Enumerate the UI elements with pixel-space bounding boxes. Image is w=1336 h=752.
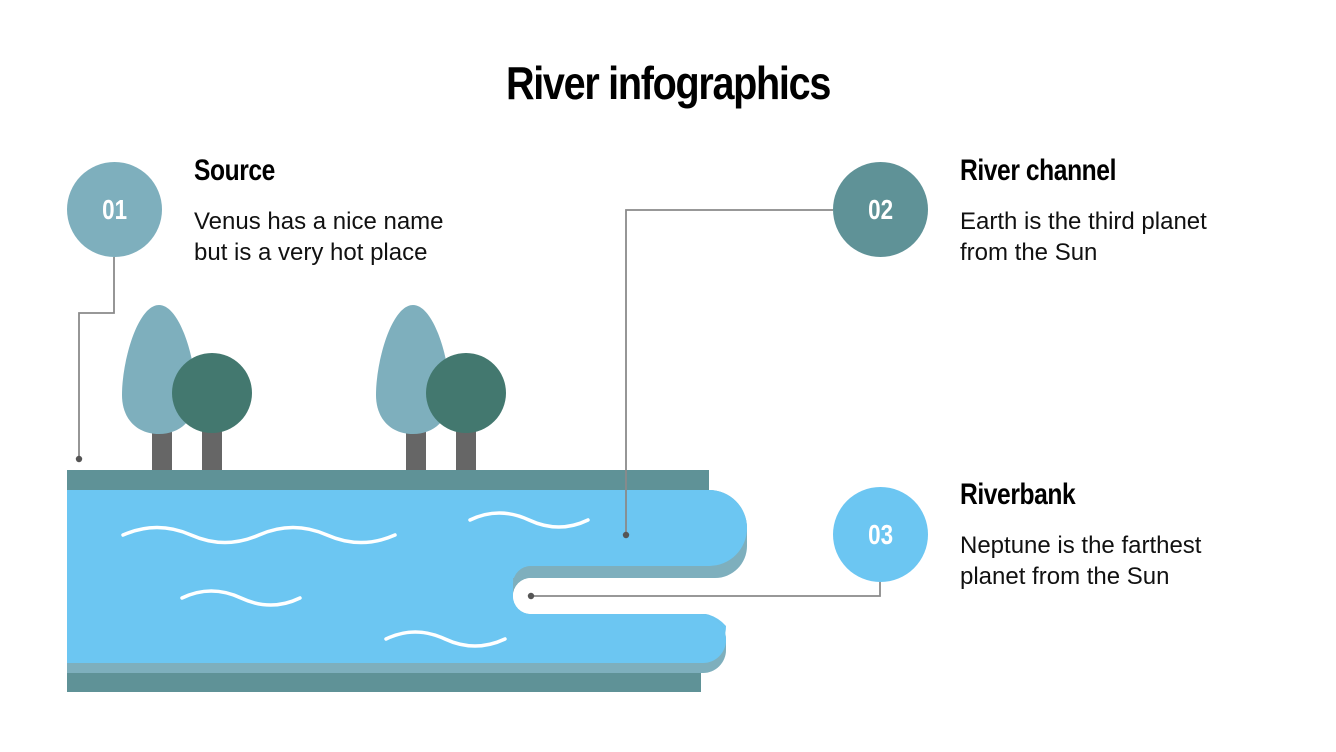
item-title-source: Source	[194, 154, 275, 187]
connector-01	[78, 257, 115, 459]
bottom-riverbank	[67, 673, 701, 692]
description-line: from the Sun	[960, 239, 1098, 266]
tree-group-1	[122, 305, 252, 470]
top-riverbank	[67, 470, 709, 490]
description-line: Earth is the third planet	[960, 208, 1207, 235]
step-02-badge: 02	[833, 162, 928, 257]
water-waves	[121, 511, 590, 648]
tree-group-2	[376, 305, 506, 470]
tree-trunk	[152, 430, 172, 470]
page-title: River infographics	[505, 57, 831, 109]
step-number: 03	[868, 518, 893, 550]
description-line: planet from the Sun	[960, 563, 1170, 590]
description-line: Neptune is the farthest	[960, 532, 1202, 559]
item-description-river-channel: Earth is the third planet from the Sun	[960, 206, 1280, 268]
connector-lines	[78, 209, 881, 597]
description-line: but is a very hot place	[194, 239, 428, 266]
tree-trunk	[406, 430, 426, 470]
connector-dot-01	[75, 455, 83, 463]
item-description-riverbank: Neptune is the farthest planet from the …	[960, 530, 1280, 592]
connector-dot-02	[622, 531, 630, 539]
wave	[468, 511, 590, 529]
description-line: Venus has a nice name	[194, 208, 444, 235]
step-03-badge: 03	[833, 487, 928, 582]
connector-03	[531, 581, 881, 597]
connector-02	[625, 209, 833, 535]
step-number: 01	[102, 193, 127, 225]
wave	[121, 525, 397, 545]
item-title-riverbank: Riverbank	[960, 478, 1076, 511]
tree-crown-round	[172, 353, 252, 433]
wave	[384, 630, 507, 648]
step-number: 02	[868, 193, 893, 225]
item-title-river-channel: River channel	[960, 154, 1117, 187]
connector-dot-03	[527, 592, 535, 600]
item-description-source: Venus has a nice name but is a very hot …	[194, 206, 514, 268]
wave	[180, 589, 302, 607]
step-01-badge: 01	[67, 162, 162, 257]
tree-crown-round	[426, 353, 506, 433]
